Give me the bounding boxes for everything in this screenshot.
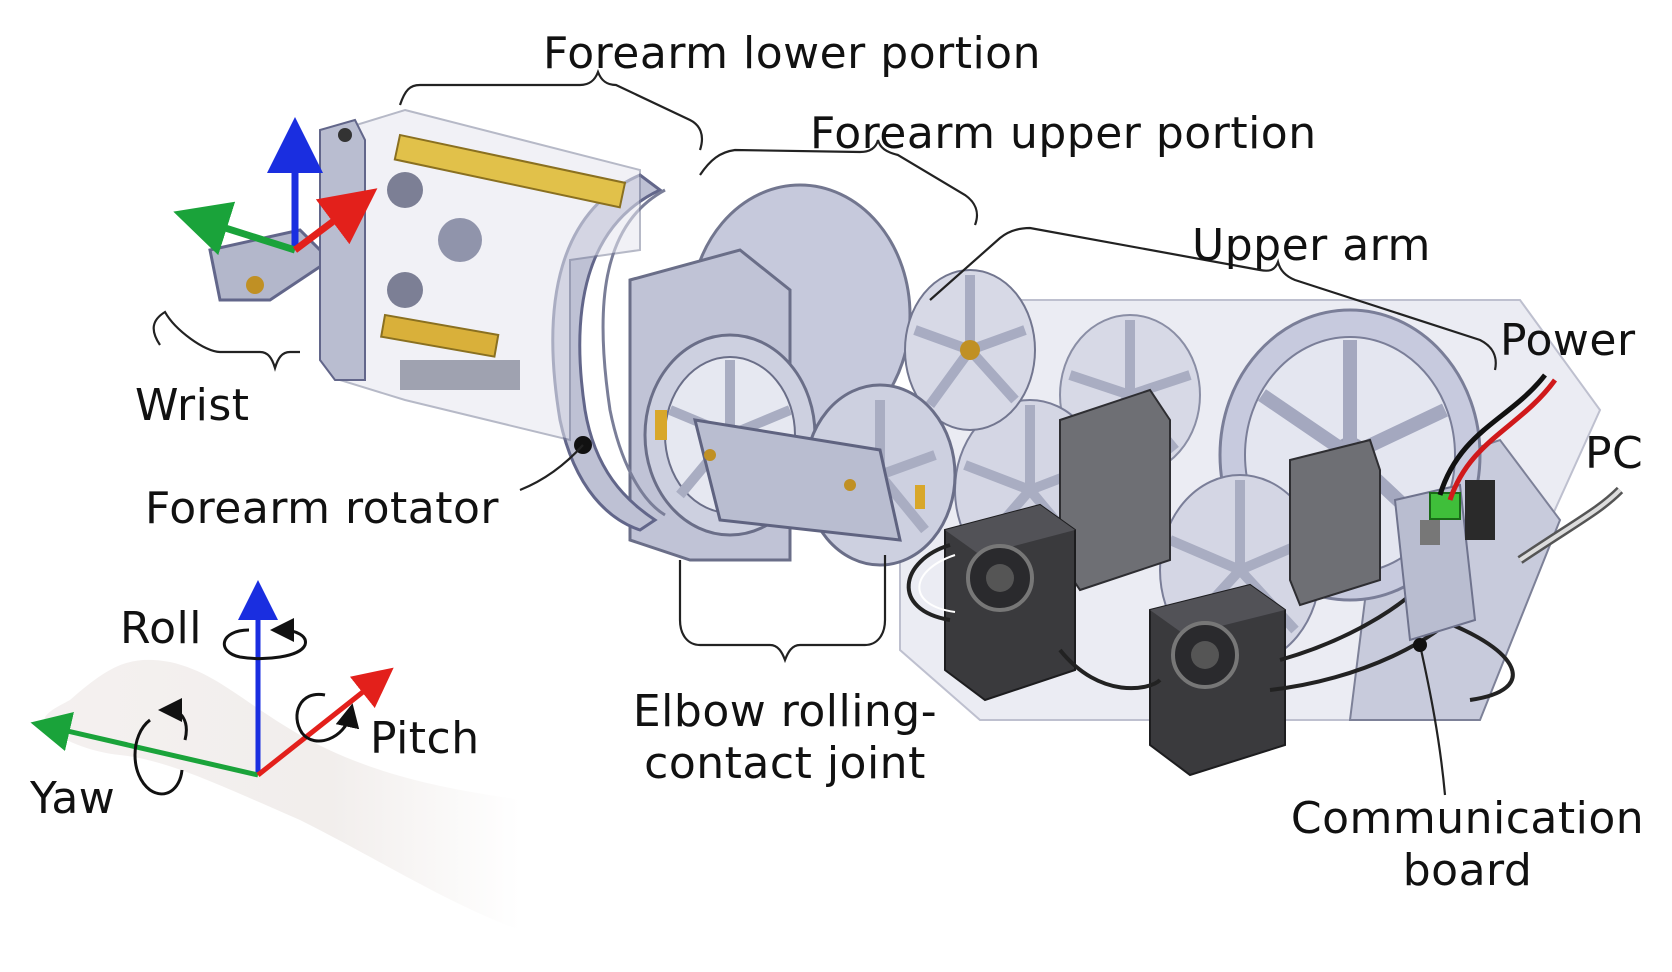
power-cable	[1437, 373, 1558, 501]
anatomical-axes	[30, 580, 394, 796]
elbow-joint	[628, 183, 1036, 567]
actuator-motor-left	[944, 503, 1076, 702]
label-wrist: Wrist	[135, 380, 250, 431]
power-connector	[1429, 480, 1495, 540]
upper-motor-rear-1	[1059, 388, 1171, 592]
pitch-axis	[256, 667, 394, 777]
upper-motor-rear-2	[1289, 438, 1381, 607]
leader-lines	[519, 444, 1447, 796]
label-forearm-rotator: Forearm rotator	[145, 483, 499, 534]
label-elbow-line1: Elbow rolling-	[632, 686, 938, 737]
forearm-lower-frame	[339, 108, 641, 442]
yaw-rotation-icon	[133, 710, 188, 796]
label-elbow-joint: Elbow rolling- contact joint	[615, 686, 955, 790]
pc-cable	[1517, 486, 1624, 564]
label-elbow-line2: contact joint	[644, 738, 926, 789]
label-pitch: Pitch	[370, 713, 480, 764]
label-comm-line2: board	[1402, 845, 1533, 896]
label-forearm-lower-portion: Forearm lower portion	[543, 28, 1041, 79]
leader-communication-board	[1418, 644, 1447, 796]
bracket-forearm-lower	[398, 68, 704, 151]
actuator-motor-right	[1149, 583, 1286, 777]
wrist-x-axis	[292, 188, 378, 253]
label-communication-board: Communication board	[1275, 793, 1660, 897]
label-pc: PC	[1585, 428, 1644, 479]
communication-board	[1393, 483, 1477, 642]
leader-forearm-rotator	[519, 444, 584, 492]
bracket-elbow	[678, 555, 887, 664]
wrist-y-axis	[173, 201, 297, 256]
label-roll: Roll	[120, 603, 202, 654]
communication-board-dot	[1413, 638, 1427, 652]
label-yaw: Yaw	[30, 773, 116, 824]
human-arm-silhouette	[44, 659, 521, 930]
brackets	[152, 68, 1497, 664]
label-power: Power	[1500, 315, 1636, 366]
roll-rotation-icon	[222, 618, 307, 660]
bracket-wrist	[152, 310, 300, 372]
label-comm-line1: Communication	[1290, 793, 1645, 844]
wrist-assembly	[208, 118, 366, 381]
label-upper-arm: Upper arm	[1192, 220, 1431, 271]
label-forearm-upper-portion: Forearm upper portion	[810, 108, 1317, 159]
bracket-upper-arm	[929, 226, 1497, 371]
upper-arm-housing	[899, 299, 1602, 777]
wrist-axes	[173, 117, 378, 256]
bracket-forearm-upper	[699, 139, 979, 226]
yaw-axis	[30, 712, 259, 778]
pitch-rotation-icon	[295, 692, 360, 743]
